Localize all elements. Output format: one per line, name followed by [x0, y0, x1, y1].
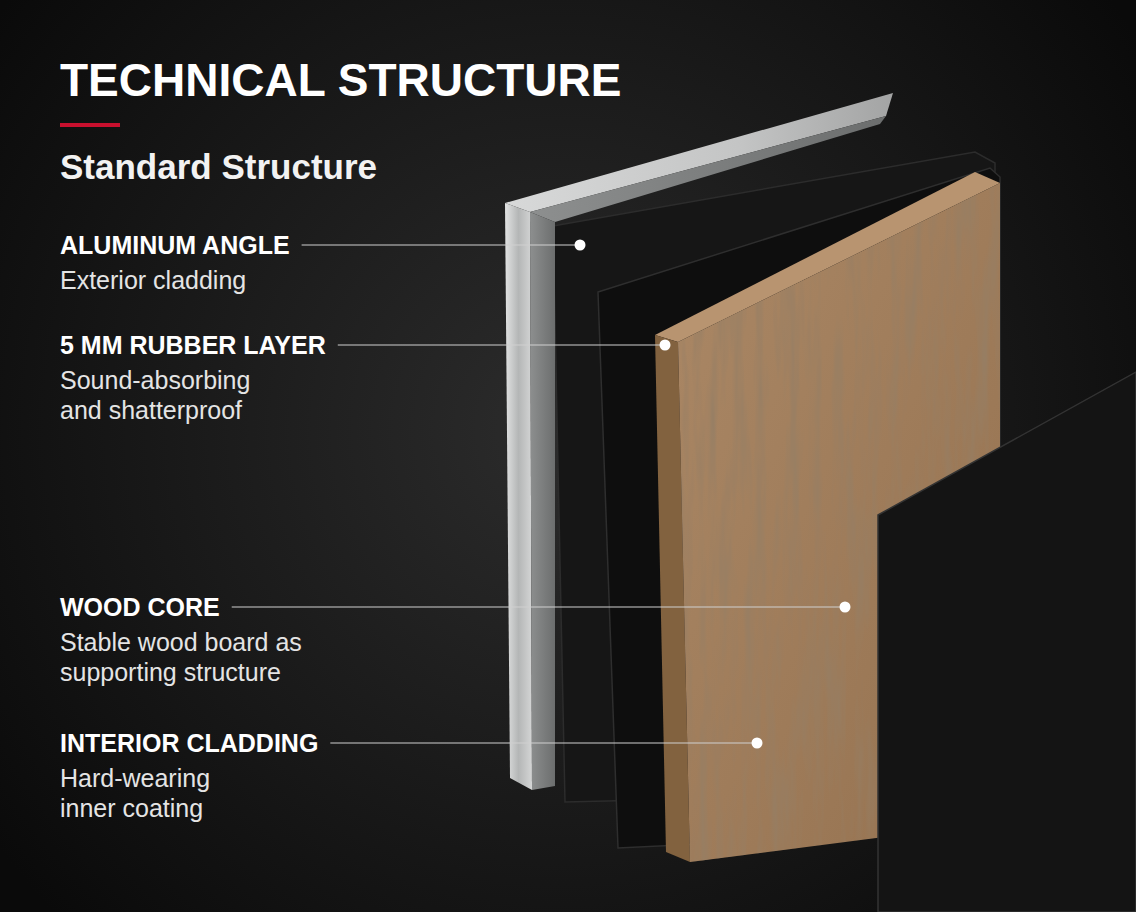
- part-name: INTERIOR CLADDING: [60, 729, 318, 757]
- leader-dot: [840, 602, 851, 613]
- part-name: WOOD CORE: [60, 593, 220, 621]
- part-name: ALUMINUM ANGLE: [60, 231, 290, 259]
- label-block: INTERIOR CLADDING: [60, 728, 490, 758]
- label-block: WOOD CORE: [60, 592, 490, 622]
- label-block: 5 MM RUBBER LAYER: [60, 330, 490, 360]
- aluminum-top-inner: [530, 116, 886, 222]
- leader-dot: [752, 738, 763, 749]
- aluminum-vertical-leg: [505, 203, 532, 790]
- aluminum-vertical-inner: [530, 212, 555, 790]
- title: TECHNICAL STRUCTURE: [60, 54, 621, 106]
- part-description: Sound-absorbing and shatterproof: [60, 366, 250, 424]
- label-block: Stable wood board as supporting structur…: [60, 627, 350, 687]
- aluminum-top-leg: [505, 93, 893, 212]
- part-description: Hard-wearing inner coating: [60, 764, 210, 822]
- accent-bar: [60, 123, 120, 127]
- part-description: Stable wood board as supporting structur…: [60, 628, 302, 686]
- leader-line: [232, 606, 845, 607]
- part-description: Exterior cladding: [60, 266, 246, 294]
- leader-line: [338, 344, 665, 345]
- title-block: TECHNICAL STRUCTURE: [60, 54, 960, 106]
- label-block: Exterior cladding: [60, 265, 360, 295]
- leader-line: [302, 244, 580, 245]
- leader-line: [330, 742, 757, 743]
- label-block: Hard-wearing inner coating: [60, 763, 240, 823]
- label-block: Standard Structure: [60, 146, 660, 188]
- label-block: ALUMINUM ANGLE: [60, 230, 490, 260]
- part-name: 5 MM RUBBER LAYER: [60, 331, 326, 359]
- label-block: Sound-absorbing and shatterproof: [60, 365, 285, 425]
- leader-dot: [660, 340, 671, 351]
- leader-dot: [575, 240, 586, 251]
- interior-cladding-panel: [878, 372, 1136, 912]
- subtitle: Standard Structure: [60, 147, 377, 186]
